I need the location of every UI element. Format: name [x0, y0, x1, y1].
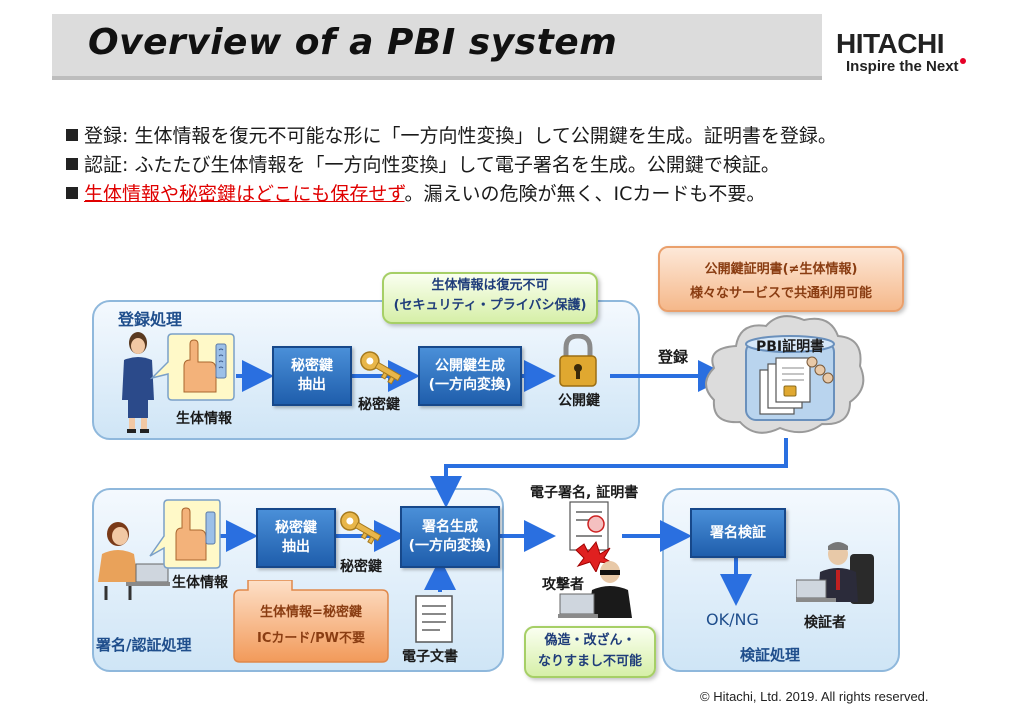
- biometric-bubble-sign: [149, 499, 221, 569]
- verifier-label: 検証者: [804, 615, 846, 631]
- result-label: OK/NG: [706, 610, 759, 629]
- registrant-person-icon: [122, 332, 154, 433]
- generate-signature-box: 署名生成 (一方向変換): [400, 506, 500, 568]
- hitachi-logo: HITACHI Inspire the Next: [836, 30, 974, 76]
- callout-arrow-shape: [233, 580, 389, 663]
- signer-person-icon: [98, 522, 170, 600]
- extract-key-box-sign: 秘密鍵 抽出: [256, 508, 336, 568]
- pbi-cloud-icon: [705, 315, 865, 434]
- bullet-no-storage: 生体情報や秘密鍵はどこにも保存せず。漏えいの危険が無く、ICカードも不要。: [66, 180, 837, 209]
- key-label-reg: 秘密鍵: [358, 397, 400, 413]
- register-label: 登録: [658, 348, 689, 366]
- verify-signature-box: 署名検証: [690, 508, 786, 558]
- title-bar: [52, 14, 822, 80]
- bullet-square-icon: [66, 187, 78, 199]
- logo-name: HITACHI: [836, 28, 944, 59]
- padlock-icon: [559, 334, 597, 387]
- logo-dot-icon: [959, 58, 966, 64]
- bullet-registration: 登録: 生体情報を復元不可能な形に「一方向性変換」して公開鍵を生成。証明書を登録…: [66, 122, 837, 151]
- bullet-square-icon: [66, 158, 78, 170]
- key-label-sign: 秘密鍵: [340, 559, 382, 575]
- registration-panel-label: 登録処理: [118, 310, 183, 329]
- biometric-bubble-reg: [150, 333, 235, 401]
- biometric-label-reg: 生体情報: [176, 411, 232, 427]
- verification-panel-label: 検証処理: [740, 646, 801, 664]
- public-key-label: 公開鍵: [558, 393, 600, 409]
- signed-document-icon: [569, 501, 615, 572]
- callout-biometric-equals-key: 生体情報=秘密鍵 ICカード/PW不要: [257, 605, 365, 646]
- electronic-document-icon: [415, 595, 453, 643]
- attacker-label: 攻撃者: [542, 577, 584, 593]
- attacker-icon: [558, 561, 632, 618]
- generate-public-key-box: 公開鍵生成 (一方向変換): [418, 346, 522, 406]
- callout-tamper-proof: 偽造・改ざん・ なりすまし不可能: [524, 626, 656, 678]
- key-icon-reg: [360, 351, 402, 385]
- arrow-cloud-to-signing: [430, 438, 788, 508]
- callout-public-key-certificate: 公開鍵証明書(≠生体情報) 様々なサービスで共通利用可能: [658, 246, 904, 312]
- signature-certificate-label: 電子署名, 証明書: [530, 485, 639, 501]
- signing-panel-label: 署名/認証処理: [96, 636, 192, 654]
- highlight-text: 生体情報や秘密鍵はどこにも保存せず: [84, 183, 405, 205]
- electronic-document-label: 電子文書: [402, 649, 458, 665]
- logo-tagline: Inspire the Next: [846, 58, 974, 76]
- page-title: Overview of a PBI system: [88, 22, 618, 63]
- key-icon-sign: [340, 511, 382, 545]
- pbi-certificate-label: PBI証明書: [756, 339, 825, 355]
- extract-key-box-reg: 秘密鍵 抽出: [272, 346, 352, 406]
- callout-irreversible: 生体情報は復元不可 (セキュリティ・プライバシ保護): [382, 272, 598, 324]
- biometric-label-sign: 生体情報: [172, 575, 228, 591]
- copyright: © Hitachi, Ltd. 2019. All rights reserve…: [700, 689, 929, 704]
- bullet-list: 登録: 生体情報を復元不可能な形に「一方向性変換」して公開鍵を生成。証明書を登録…: [66, 122, 837, 209]
- bullet-square-icon: [66, 129, 78, 141]
- bullet-authentication: 認証: ふたたび生体情報を「一方向性変換」して電子署名を生成。公開鍵で検証。: [66, 151, 837, 180]
- verifier-person-icon: [796, 542, 874, 604]
